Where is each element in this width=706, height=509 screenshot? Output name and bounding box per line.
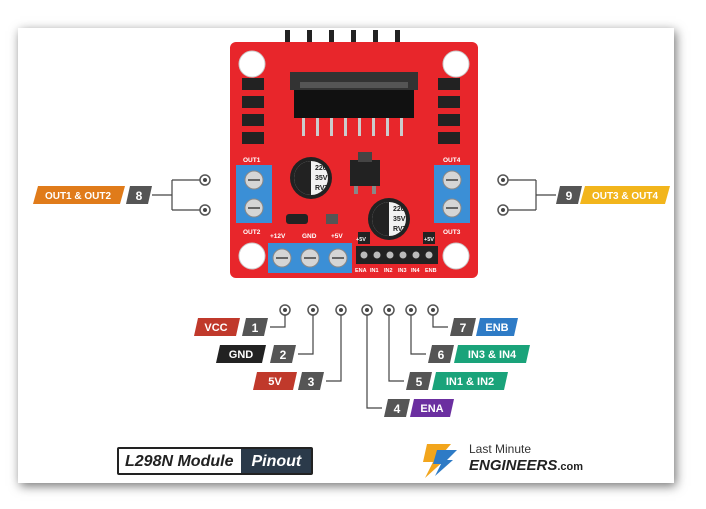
silk-5v-right: +5V bbox=[424, 237, 434, 243]
silk-out2: OUT2 bbox=[243, 229, 261, 236]
callout-8 bbox=[152, 179, 200, 211]
svg-text:220: 220 bbox=[315, 165, 327, 172]
silk-ena: ENA bbox=[355, 268, 367, 274]
silk-in3: IN3 bbox=[398, 268, 407, 274]
badge-2: 2 bbox=[280, 348, 287, 362]
silk-5v-left: +5V bbox=[356, 237, 366, 243]
badge-4: 4 bbox=[394, 402, 401, 416]
label-out3-out4: OUT3 & OUT4 bbox=[592, 191, 659, 202]
diagram-title: L298N Module Pinout bbox=[117, 447, 314, 475]
svg-text:35V: 35V bbox=[393, 216, 406, 223]
label-in1-in2: IN1 & IN2 bbox=[446, 376, 494, 388]
terminal-out3-out4 bbox=[434, 165, 470, 223]
diodes bbox=[242, 78, 460, 144]
callout-9 bbox=[508, 179, 556, 211]
control-header bbox=[356, 232, 438, 264]
svg-text:35V: 35V bbox=[315, 175, 328, 182]
label-in3-in4: IN3 & IN4 bbox=[468, 349, 517, 361]
badge-6: 6 bbox=[438, 348, 445, 362]
l298n-chip bbox=[290, 72, 418, 136]
label-ena: ENA bbox=[420, 403, 443, 415]
title-sub: Pinout bbox=[241, 449, 312, 473]
brand-logo: Last Minute ENGINEERS.com bbox=[417, 440, 587, 480]
badge-9: 9 bbox=[566, 189, 573, 203]
terminal-power bbox=[268, 243, 352, 273]
badge-5: 5 bbox=[416, 375, 423, 389]
silk-5v: +5V bbox=[331, 233, 343, 240]
silkscreen-labels: OUT1 OUT2 OUT4 OUT3 +12V GND +5V +5V +5V… bbox=[243, 157, 461, 274]
label-vcc: VCC bbox=[204, 322, 227, 334]
pin-leader-lines bbox=[270, 315, 448, 409]
title-main: L298N Module bbox=[119, 449, 242, 473]
badge-1: 1 bbox=[252, 321, 259, 335]
label-enb: ENB bbox=[485, 322, 508, 334]
svg-text:RVT: RVT bbox=[315, 185, 330, 192]
silk-out1: OUT1 bbox=[243, 157, 261, 164]
capacitor-left: 220 35V RVT bbox=[290, 157, 332, 199]
terminal-out1-out2 bbox=[236, 165, 272, 223]
silk-in1: IN1 bbox=[370, 268, 379, 274]
silk-enb: ENB bbox=[425, 268, 437, 274]
label-gnd: GND bbox=[229, 349, 254, 361]
svg-text:220: 220 bbox=[393, 206, 405, 213]
badge-3: 3 bbox=[308, 375, 315, 389]
silk-out3: OUT3 bbox=[443, 229, 461, 236]
5v-jumper bbox=[286, 214, 308, 224]
brand-line2: ENGINEERS.com bbox=[469, 457, 584, 474]
lightning-logo-icon bbox=[423, 444, 457, 478]
silk-in4: IN4 bbox=[411, 268, 421, 274]
pin-dots bbox=[279, 304, 439, 316]
svg-text:RVT: RVT bbox=[393, 226, 408, 233]
label-out1-out2: OUT1 & OUT2 bbox=[45, 191, 112, 202]
badge-7: 7 bbox=[460, 321, 467, 335]
label-5v: 5V bbox=[268, 376, 282, 388]
silk-out4: OUT4 bbox=[443, 157, 461, 164]
silk-12v: +12V bbox=[270, 233, 286, 240]
capacitor-right: 220 35V RVT bbox=[368, 198, 410, 240]
silk-in2: IN2 bbox=[384, 268, 393, 274]
badge-8: 8 bbox=[136, 189, 143, 203]
voltage-regulator bbox=[350, 152, 380, 194]
silk-gnd: GND bbox=[302, 233, 317, 240]
brand-line1: Last Minute bbox=[469, 442, 532, 456]
